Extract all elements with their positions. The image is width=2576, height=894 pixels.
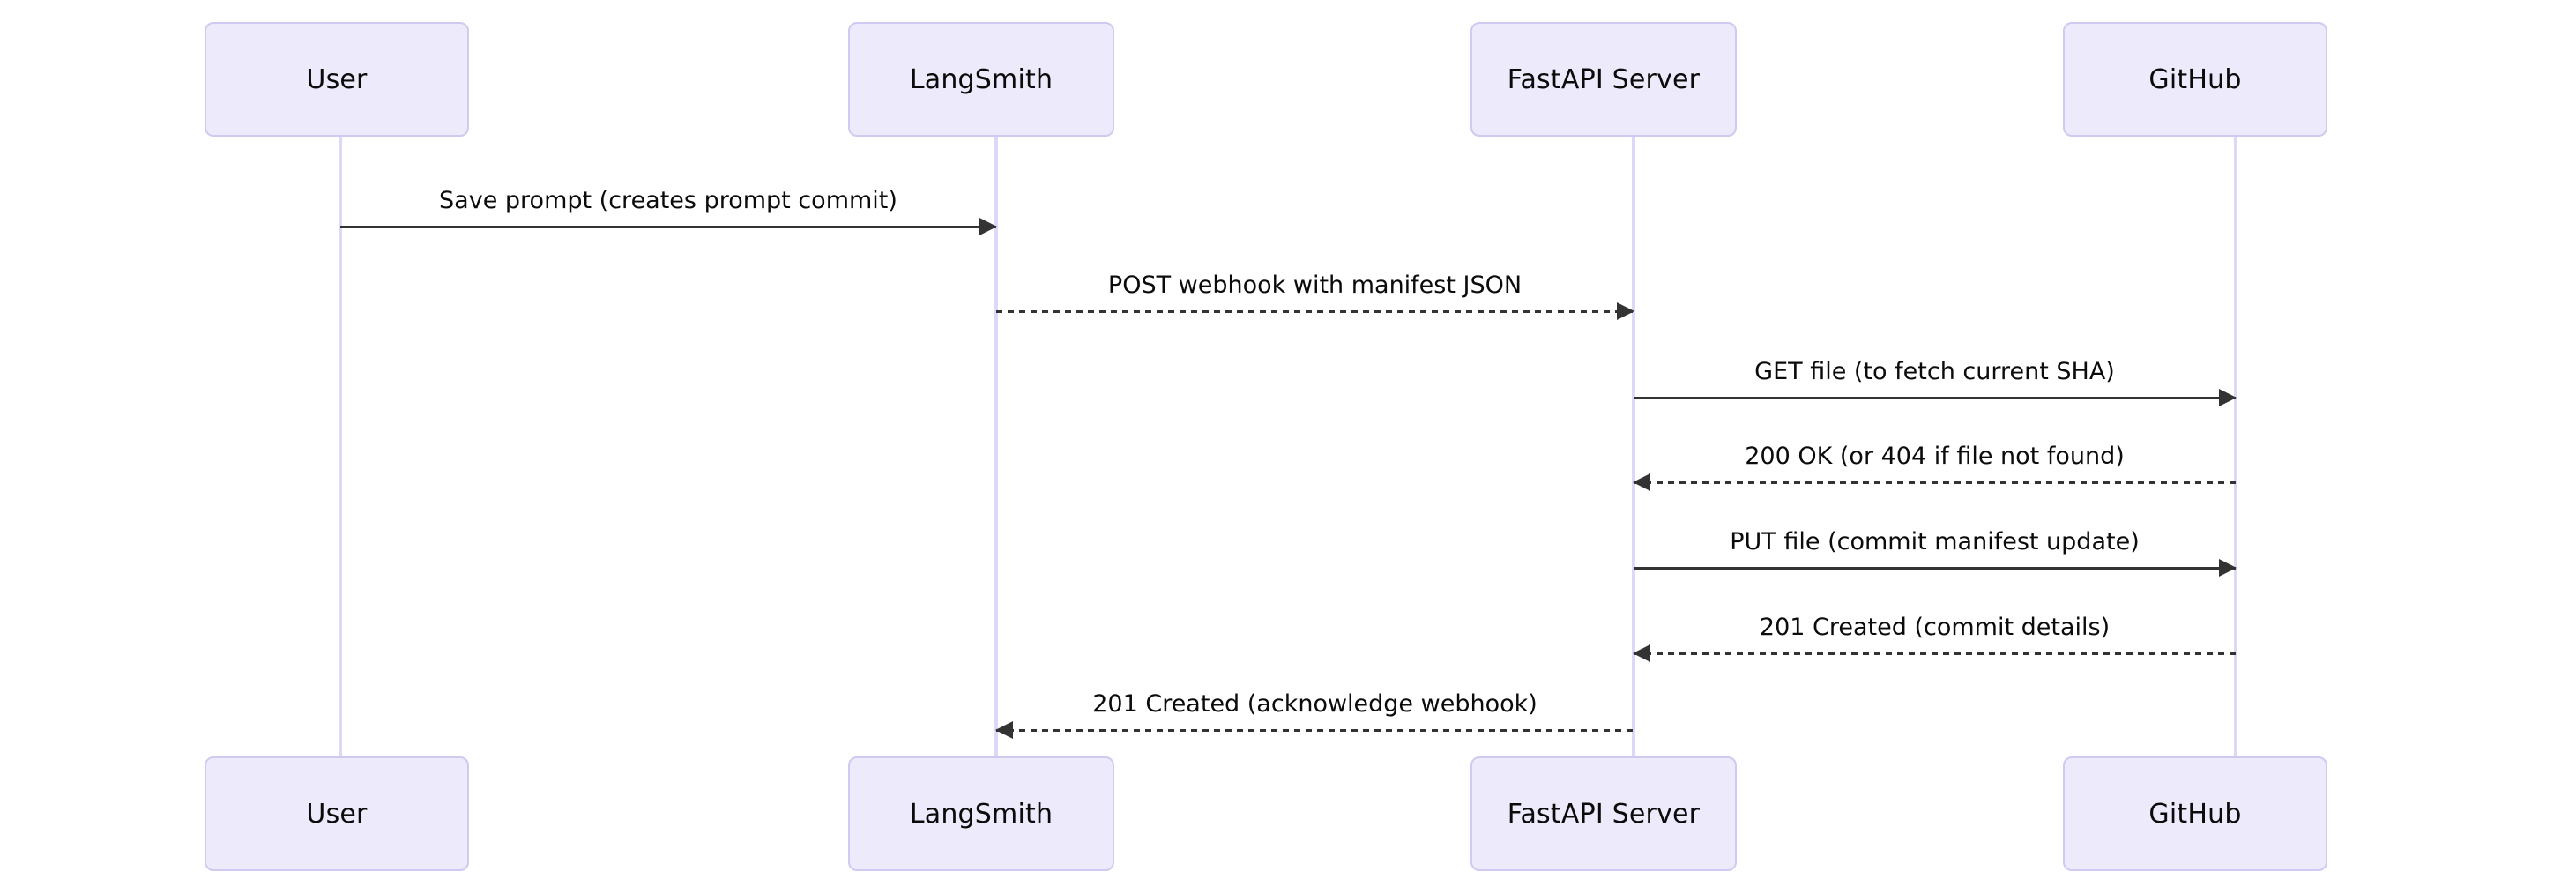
message-line bbox=[1634, 652, 2236, 655]
lifeline-fastapi bbox=[1632, 137, 1635, 756]
message-line bbox=[340, 226, 996, 228]
arrowhead-right bbox=[2219, 559, 2237, 577]
actor-label: GitHub bbox=[2148, 798, 2242, 830]
actor-box-fastapi-top[interactable]: FastAPI Server bbox=[1470, 22, 1737, 137]
actor-label: FastAPI Server bbox=[1507, 798, 1701, 830]
message-line bbox=[1634, 567, 2236, 570]
actor-box-github-top[interactable]: GitHub bbox=[2063, 22, 2327, 137]
lifeline-user bbox=[339, 137, 342, 756]
message-7: 201 Created (acknowledge webhook) bbox=[995, 690, 1634, 739]
message-label: PUT file (commit manifest update) bbox=[1730, 528, 2140, 555]
message-6: 201 Created (commit details) bbox=[1633, 614, 2236, 662]
arrowhead-right bbox=[1617, 302, 1634, 320]
message-label: GET file (to fetch current SHA) bbox=[1754, 358, 2115, 385]
actor-box-github-bottom[interactable]: GitHub bbox=[2063, 756, 2327, 871]
message-1: Save prompt (creates prompt commit) bbox=[340, 187, 997, 235]
arrowhead-right bbox=[2219, 389, 2237, 406]
arrowhead-right bbox=[979, 218, 997, 235]
lifeline-github bbox=[2234, 137, 2237, 756]
arrowhead-left bbox=[1633, 644, 1650, 662]
actor-box-user-bottom[interactable]: User bbox=[205, 756, 469, 871]
message-4: 200 OK (or 404 if file not found) bbox=[1633, 443, 2236, 491]
message-line bbox=[996, 310, 1634, 313]
message-line bbox=[1634, 397, 2236, 399]
actor-label: LangSmith bbox=[909, 63, 1053, 95]
message-2: POST webhook with manifest JSON bbox=[996, 272, 1634, 320]
message-label: 200 OK (or 404 if file not found) bbox=[1745, 443, 2125, 470]
message-line bbox=[1634, 481, 2236, 484]
actor-box-langsmith-top[interactable]: LangSmith bbox=[848, 22, 1114, 137]
message-3: GET file (to fetch current SHA) bbox=[1634, 358, 2237, 406]
message-label: 201 Created (acknowledge webhook) bbox=[1092, 690, 1537, 718]
actor-label: User bbox=[306, 798, 368, 830]
actor-label: User bbox=[306, 63, 368, 95]
actor-box-langsmith-bottom[interactable]: LangSmith bbox=[848, 756, 1114, 871]
actor-label: FastAPI Server bbox=[1507, 63, 1701, 95]
actor-label: GitHub bbox=[2148, 63, 2242, 95]
actor-box-user-top[interactable]: User bbox=[205, 22, 469, 137]
arrowhead-left bbox=[1633, 473, 1650, 491]
message-5: PUT file (commit manifest update) bbox=[1634, 528, 2237, 577]
actor-box-fastapi-bottom[interactable]: FastAPI Server bbox=[1470, 756, 1737, 871]
arrowhead-left bbox=[995, 721, 1013, 739]
message-label: POST webhook with manifest JSON bbox=[1107, 272, 1523, 299]
message-line bbox=[996, 729, 1634, 732]
lifeline-langsmith bbox=[994, 137, 998, 756]
actor-label: LangSmith bbox=[909, 798, 1053, 830]
message-label: Save prompt (creates prompt commit) bbox=[439, 187, 897, 214]
message-label: 201 Created (commit details) bbox=[1759, 614, 2111, 641]
